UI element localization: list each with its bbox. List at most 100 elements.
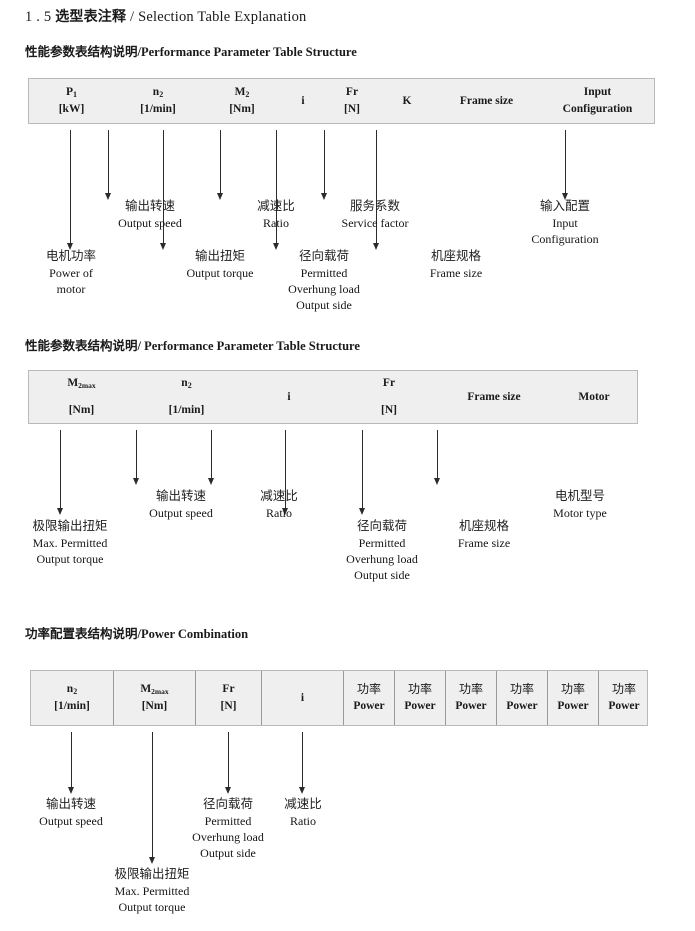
note2-ratio-en1: Ratio xyxy=(265,505,292,520)
table3-col-power-3-cn: 功率 xyxy=(458,681,483,696)
section-2-table: M2max [Nm] n2 [1/min] i Fr [N] Frame siz… xyxy=(28,370,638,424)
note-overhung-en1: Permitted xyxy=(300,265,348,280)
table3-col-i-symbol: i xyxy=(300,691,305,704)
table3-col-fr-symbol: Fr xyxy=(222,683,235,696)
note3-ratio: 减速比 Ratio xyxy=(284,796,322,829)
arrow-to-input-configuration xyxy=(561,130,570,200)
note2-max-torque-en2: Output torque xyxy=(36,552,104,567)
note-power-of-motor-en1: Power of xyxy=(49,265,93,280)
note2-output-speed: 输出转速 Output speed xyxy=(149,488,213,521)
table1-col-n2-symbol: n xyxy=(152,86,160,99)
section-2-heading-en: Performance Parameter Table Structure xyxy=(144,339,360,353)
table3-col-power-6-cn: 功率 xyxy=(611,681,636,696)
note-frame-size-cn: 机座规格 xyxy=(430,248,481,263)
table2-col-i-symbol: i xyxy=(287,390,291,403)
table1-col-input-configuration: Input Configuration xyxy=(539,79,656,123)
note2-overhung-cn: 径向载荷 xyxy=(356,518,407,533)
table1-col-frame-size-label: Frame size xyxy=(459,94,514,107)
note2-permitted-overhung-load: 径向载荷 Permitted Overhung load Output side xyxy=(346,518,418,583)
table1-col-p1-unit: [kW] xyxy=(58,103,85,115)
note3-overhung-cn: 径向载荷 xyxy=(202,796,253,811)
section-2-heading: 性能参数表结构说明/ Performance Parameter Table S… xyxy=(25,335,360,354)
note2-output-speed-cn: 输出转速 xyxy=(155,488,206,503)
note2-frame-size-cn: 机座规格 xyxy=(458,518,509,533)
table3-col-n2: n2 [1/min] xyxy=(31,671,113,725)
table3-col-power-5: 功率 Power xyxy=(547,671,598,725)
section-2-heading-cn: 性能参数表结构说明 xyxy=(25,338,138,353)
note-input-configuration-en2: Configuration xyxy=(531,232,599,247)
arrow3-to-output-speed xyxy=(67,732,76,794)
note-overhung-en3: Output side xyxy=(296,298,352,313)
section-1-heading-sep: / xyxy=(137,45,141,59)
table3-col-power-6-en: Power xyxy=(608,700,640,713)
section-1-heading: 性能参数表结构说明/Performance Parameter Table St… xyxy=(25,41,357,60)
table1-col-p1-symbol: P xyxy=(65,86,74,99)
arrow-to-power-of-motor xyxy=(66,130,75,250)
title-number: 1 . 5 xyxy=(25,9,52,25)
note3-overhung-en3: Output side xyxy=(200,846,256,861)
table1-col-fr-symbol: Fr xyxy=(345,86,359,99)
note-service-factor-cn: 服务系数 xyxy=(349,198,400,213)
note3-max-torque-en1: Max. Permitted xyxy=(114,883,190,898)
table2-col-fr: Fr [N] xyxy=(339,371,439,423)
note-output-speed: 输出转速 Output speed xyxy=(118,198,182,231)
section-3-heading: 功率配置表结构说明/Power Combination xyxy=(25,623,248,642)
table3-col-power-4: 功率 Power xyxy=(496,671,547,725)
note2-ratio-cn: 减速比 xyxy=(260,488,298,503)
note3-max-torque-cn: 极限输出扭矩 xyxy=(114,866,190,881)
note2-ratio: 减速比 Ratio xyxy=(260,488,298,521)
note-output-speed-cn: 输出转速 xyxy=(124,198,175,213)
table2-col-m2max-symbol: M xyxy=(67,377,79,390)
table3-col-m2max: M2max [Nm] xyxy=(113,671,195,725)
arrow-to-output-torque xyxy=(159,130,168,250)
table3-col-m2max-unit: [Nm] xyxy=(141,700,168,712)
note-overhung-en2: Overhung load xyxy=(288,282,360,297)
note3-ratio-cn: 减速比 xyxy=(284,796,322,811)
table3-col-n2-symbol: n xyxy=(66,683,74,696)
note2-max-torque-en1: Max. Permitted xyxy=(32,535,108,550)
table3-col-n2-sub: 2 xyxy=(73,687,78,697)
table3-col-power-2-en: Power xyxy=(404,700,436,713)
title-english: Selection Table Explanation xyxy=(138,9,307,25)
note2-overhung-en1: Permitted xyxy=(358,535,406,550)
table2-col-fr-symbol: Fr xyxy=(382,377,396,390)
note-ratio-en1: Ratio xyxy=(262,215,289,230)
table1-col-n2-sub: 2 xyxy=(159,90,164,100)
section-1-table: P1 [kW] n2 [1/min] M2 [Nm] i Fr [N] K Fr… xyxy=(28,78,655,124)
note2-motor-type: 电机型号 Motor type xyxy=(553,488,607,521)
table2-col-n2-sub: 2 xyxy=(187,381,192,391)
table1-col-fr: Fr [N] xyxy=(324,79,380,123)
note2-frame-size-en1: Frame size xyxy=(457,535,511,550)
section-1-heading-en: Performance Parameter Table Structure xyxy=(141,45,357,59)
section-3-heading-cn: 功率配置表结构说明 xyxy=(25,626,138,641)
table3-col-i: i xyxy=(261,671,343,725)
note-output-torque: 输出扭矩 Output torque xyxy=(187,248,254,281)
note-service-factor: 服务系数 Service factor xyxy=(342,198,409,231)
note3-overhung-en1: Permitted xyxy=(204,813,252,828)
table2-col-n2-symbol: n xyxy=(181,377,188,390)
note2-max-permitted-output-torque: 极限输出扭矩 Max. Permitted Output torque xyxy=(32,518,107,567)
section-2-heading-sep: / xyxy=(137,339,141,353)
note-frame-size: 机座规格 Frame size xyxy=(430,248,482,281)
table1-col-m2-sub: 2 xyxy=(245,90,250,100)
title-separator: / xyxy=(130,9,135,25)
table3-col-power-1: 功率 Power xyxy=(343,671,394,725)
table3-col-fr: Fr [N] xyxy=(195,671,261,725)
table2-col-motor-label: Motor xyxy=(578,390,610,403)
note2-frame-size: 机座规格 Frame size xyxy=(458,518,510,551)
table1-col-input-line2: Configuration xyxy=(562,103,633,115)
arrow3-to-permitted-overhung-load xyxy=(224,732,233,794)
note-input-configuration-en1: Input xyxy=(552,215,578,230)
arrow-to-permitted-overhung-load xyxy=(272,130,281,250)
table2-col-frame-size-label: Frame size xyxy=(467,390,521,403)
table3-col-power-2: 功率 Power xyxy=(394,671,445,725)
arrow-to-service-factor xyxy=(320,130,329,200)
table3-col-power-5-en: Power xyxy=(557,700,589,713)
table1-col-i: i xyxy=(282,79,324,123)
table2-col-fr-unit: [N] xyxy=(381,404,397,416)
table1-col-fr-unit: [N] xyxy=(344,103,360,115)
table3-col-power-4-cn: 功率 xyxy=(509,681,534,696)
note-overhung-cn: 径向载荷 xyxy=(298,248,349,263)
note3-overhung-en2: Overhung load xyxy=(192,830,264,845)
